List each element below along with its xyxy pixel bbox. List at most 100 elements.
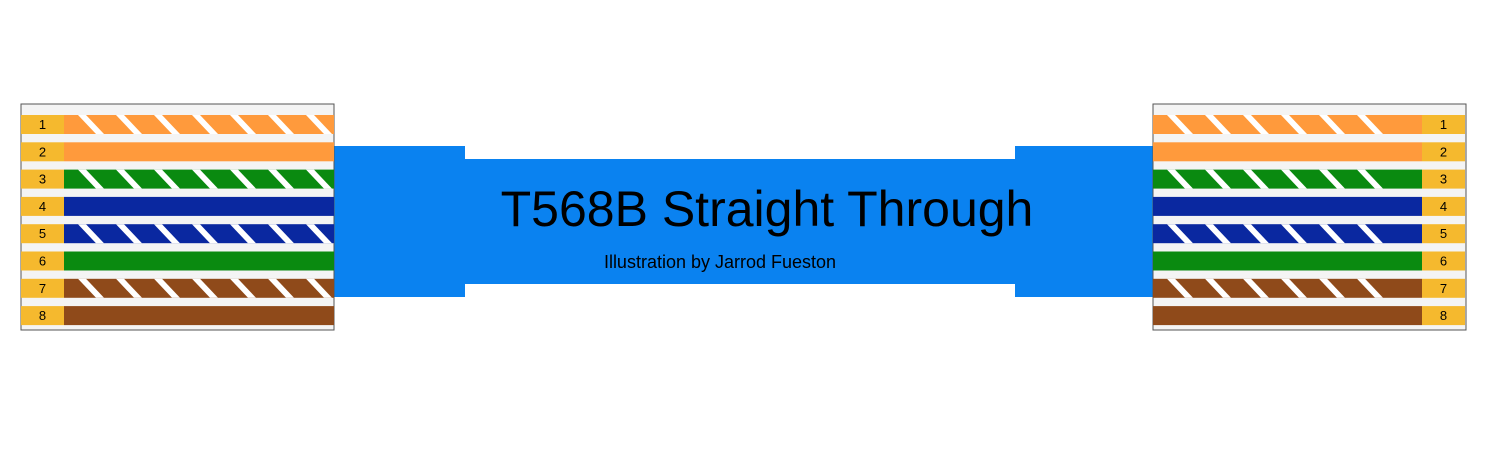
right-pin-tab-4	[1422, 196, 1465, 216]
left-wire-5-stripe	[230, 224, 256, 244]
left-wire-5-stripe	[192, 224, 218, 244]
left-wire-7-stripe	[78, 278, 104, 298]
right-wire-7-stripe	[1167, 278, 1193, 298]
right-connector: 1 2 3 4 5 6 7 8	[1152, 103, 1467, 331]
right-pin-number-4: 4	[1440, 199, 1447, 214]
right-wire-5-stripe	[1243, 224, 1269, 244]
right-wire-1-stripe	[1281, 115, 1307, 134]
right-pin-tab-8	[1422, 306, 1465, 326]
left-wire-5-stripe	[116, 224, 142, 244]
right-wire-5-stripe	[1205, 224, 1231, 244]
right-pin-tab-1	[1422, 115, 1465, 134]
left-wire-6	[64, 251, 334, 271]
right-wire-5-stripe	[1167, 224, 1193, 244]
right-wire-1-stripe	[1205, 115, 1231, 134]
cable-middle	[465, 159, 1015, 284]
right-wire-1-stripe	[1357, 115, 1383, 134]
right-pin-number-8: 8	[1440, 308, 1447, 323]
right-wire-5-stripe	[1281, 224, 1307, 244]
left-pin-tab-4	[21, 196, 64, 216]
right-wire-3-stripe	[1205, 169, 1231, 189]
left-pin-number-2: 2	[39, 144, 46, 159]
left-wire-7-stripe	[154, 278, 180, 298]
right-wire-2	[1153, 142, 1422, 162]
right-pin-number-3: 3	[1440, 172, 1447, 187]
left-wire-3-stripe	[78, 169, 104, 189]
left-pin-number-6: 6	[39, 254, 46, 269]
left-wire-3-stripe	[154, 169, 180, 189]
left-wire-7-stripe	[116, 278, 142, 298]
left-wire-8	[64, 306, 334, 326]
cable-left-boot	[333, 146, 465, 297]
left-wire-7-stripe	[192, 278, 218, 298]
cable-body	[333, 146, 1154, 297]
left-pin-tab-5	[21, 224, 64, 244]
left-wire-1-stripe	[116, 115, 142, 134]
right-pin-tab-6	[1422, 251, 1465, 271]
cable-right-boot	[1015, 146, 1154, 297]
left-wire-1-stripe	[78, 115, 104, 134]
right-pin-number-7: 7	[1440, 281, 1447, 296]
left-wire-2	[64, 142, 334, 162]
left-wire-3-stripe	[116, 169, 142, 189]
left-pin-tab-3	[21, 169, 64, 189]
right-pin-number-6: 6	[1440, 254, 1447, 269]
left-pin-tab-1	[21, 115, 64, 134]
right-wire-7-stripe	[1205, 278, 1231, 298]
left-wire-5-stripe	[268, 224, 294, 244]
right-wire-7-stripe	[1319, 278, 1345, 298]
right-wire-1-stripe	[1167, 115, 1193, 134]
right-wire-3-stripe	[1281, 169, 1307, 189]
left-connector: 1 2 3 4 5 6 7 8	[20, 103, 335, 331]
right-wire-4	[1153, 196, 1422, 216]
right-wire-7-stripe	[1357, 278, 1383, 298]
left-pin-tab-7	[21, 278, 64, 298]
left-pin-tab-6	[21, 251, 64, 271]
left-pin-tab-8	[21, 306, 64, 326]
left-wire-1-stripe	[154, 115, 180, 134]
right-wire-7-stripe	[1281, 278, 1307, 298]
left-wire-1-stripe	[306, 115, 332, 134]
right-pin-number-2: 2	[1440, 144, 1447, 159]
left-wire-7-stripe	[230, 278, 256, 298]
left-pin-number-4: 4	[39, 199, 46, 214]
left-pin-number-7: 7	[39, 281, 46, 296]
left-wire-3-stripe	[268, 169, 294, 189]
left-wire-1-stripe	[192, 115, 218, 134]
right-wire-3-stripe	[1357, 169, 1383, 189]
right-wire-3-stripe	[1319, 169, 1345, 189]
right-pin-tab-7	[1422, 278, 1465, 298]
diagram-subtitle: Illustration by Jarrod Fueston	[604, 252, 836, 272]
left-pin-number-1: 1	[39, 117, 46, 132]
right-pin-tab-5	[1422, 224, 1465, 244]
left-wire-3-stripe	[192, 169, 218, 189]
left-wire-7-stripe	[306, 278, 332, 298]
left-pin-number-8: 8	[39, 308, 46, 323]
right-wire-1-stripe	[1243, 115, 1269, 134]
right-wire-3-stripe	[1243, 169, 1269, 189]
right-wire-8	[1153, 306, 1422, 326]
right-wire-6	[1153, 251, 1422, 271]
right-wire-5-stripe	[1319, 224, 1345, 244]
left-pin-number-5: 5	[39, 226, 46, 241]
right-pin-tab-3	[1422, 169, 1465, 189]
left-pin-number-3: 3	[39, 172, 46, 187]
left-wire-5-stripe	[78, 224, 104, 244]
right-wire-5-stripe	[1357, 224, 1383, 244]
right-wire-1-stripe	[1319, 115, 1345, 134]
left-wire-3-stripe	[306, 169, 332, 189]
right-pin-tab-2	[1422, 142, 1465, 162]
left-wire-5-stripe	[154, 224, 180, 244]
left-wire-1-stripe	[268, 115, 294, 134]
right-pin-number-1: 1	[1440, 117, 1447, 132]
right-pin-number-5: 5	[1440, 226, 1447, 241]
left-wire-7-stripe	[268, 278, 294, 298]
left-wire-3-stripe	[230, 169, 256, 189]
left-wire-1-stripe	[230, 115, 256, 134]
right-wire-7-stripe	[1243, 278, 1269, 298]
left-wire-4	[64, 196, 334, 216]
diagram-title: T568B Straight Through	[501, 181, 1034, 237]
right-wire-3-stripe	[1167, 169, 1193, 189]
